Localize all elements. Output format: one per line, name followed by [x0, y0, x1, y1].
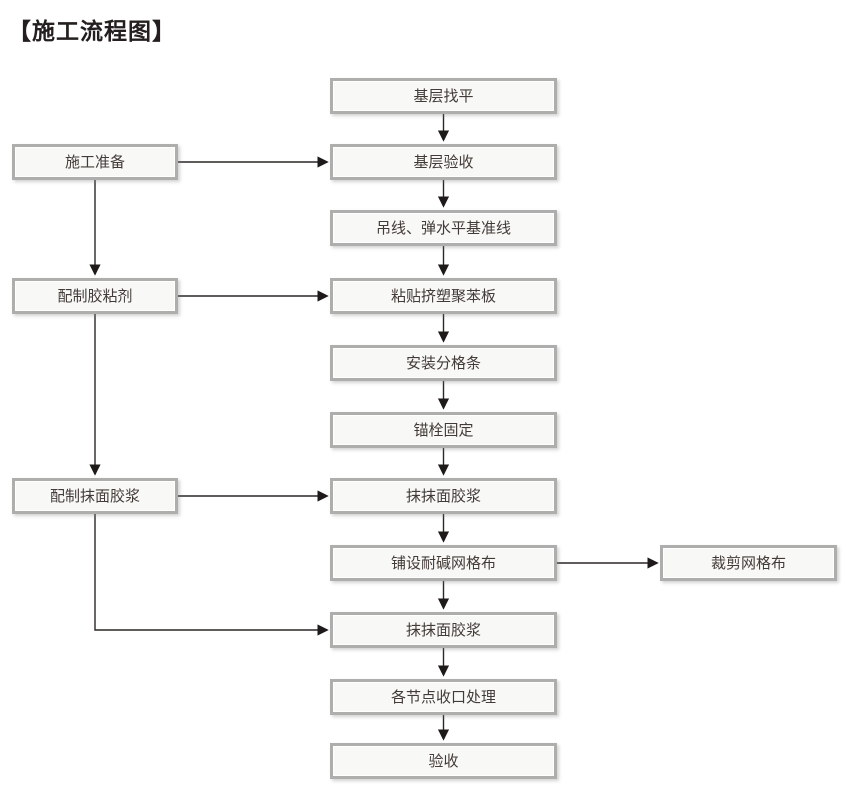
step-label: 铺设耐碱网格布 — [390, 554, 496, 572]
step-label: 各节点收口处理 — [390, 688, 496, 706]
main-step-divider-strips: 安装分格条 — [330, 345, 557, 381]
main-step-final-acceptance: 验收 — [330, 743, 557, 779]
step-label: 安装分格条 — [405, 354, 481, 372]
main-step-base-leveling: 基层找平 — [330, 78, 557, 114]
side-step-prepare-adhesive: 配制胶粘剂 — [12, 278, 178, 314]
step-label: 配制抹面胶浆 — [49, 487, 140, 505]
main-step-apply-mortar-2: 抹抹面胶浆 — [330, 612, 557, 648]
side-step-cut-mesh: 裁剪网格布 — [660, 545, 837, 581]
step-label: 锚栓固定 — [413, 421, 474, 439]
step-label: 基层验收 — [413, 153, 474, 171]
side-step-prepare-mortar: 配制抹面胶浆 — [12, 478, 178, 514]
main-step-anchor-fixing: 锚栓固定 — [330, 412, 557, 448]
main-step-lay-mesh: 铺设耐碱网格布 — [330, 545, 557, 581]
step-label: 验收 — [428, 752, 459, 770]
step-label: 吊线、弹水平基准线 — [375, 219, 511, 237]
main-step-apply-mortar-1: 抹抹面胶浆 — [330, 478, 557, 514]
main-step-node-treatment: 各节点收口处理 — [330, 679, 557, 715]
step-label: 粘贴挤塑聚苯板 — [390, 287, 496, 305]
step-label: 施工准备 — [64, 153, 125, 171]
arrow-mortarprep-to-mortar2 — [94, 514, 329, 636]
main-step-reference-lines: 吊线、弹水平基准线 — [330, 210, 557, 246]
page-title: 【施工流程图】 — [8, 18, 176, 44]
step-label: 基层找平 — [413, 87, 474, 105]
main-step-base-acceptance: 基层验收 — [330, 144, 557, 180]
step-label: 抹抹面胶浆 — [405, 621, 481, 639]
step-label: 配制胶粘剂 — [57, 287, 133, 305]
side-step-construction-prep: 施工准备 — [12, 144, 178, 180]
step-label: 裁剪网格布 — [710, 554, 786, 572]
main-step-paste-board: 粘贴挤塑聚苯板 — [330, 278, 557, 314]
step-label: 抹抹面胶浆 — [405, 487, 481, 505]
